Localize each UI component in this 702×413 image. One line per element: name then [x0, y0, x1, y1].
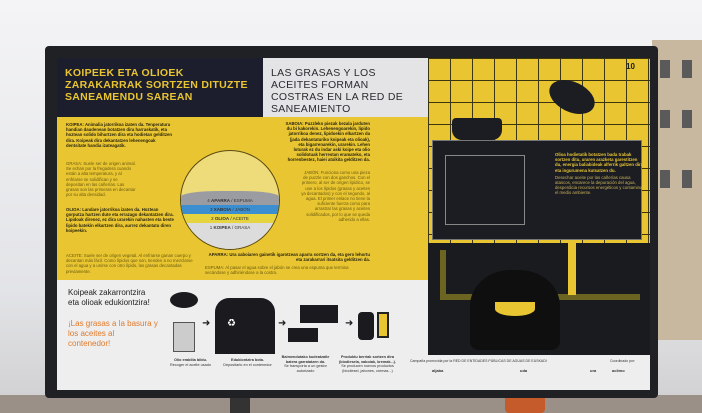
- warning-basque: Olioa hodietatik botatzen bada trabak so…: [555, 152, 644, 173]
- pot-icon: [452, 118, 502, 140]
- xaboia-text: XABOIA: Puzzleko piezak bezala jarduten …: [285, 121, 370, 163]
- step-1: Olio erabilia bildu.Recoger el aceite us…: [170, 358, 211, 367]
- panel-number: 10: [626, 62, 635, 71]
- building: [652, 40, 702, 340]
- oil-drip: [568, 240, 576, 295]
- arrow-icon: ➜: [202, 318, 211, 329]
- layer-jabon: 3 XABOIA / JABÓN: [181, 205, 279, 214]
- arrow-icon: ➜: [345, 318, 354, 329]
- warehouse-icon: [300, 305, 338, 323]
- title-spanish: LAS GRASAS Y LOS ACEITES FORMAN COSTRAS …: [263, 58, 428, 117]
- jabon-text: JABÓN: Funciona como una pieza de puzzle…: [301, 170, 370, 222]
- pipe-cross-section: 4 APARRA / ESPUMA 3 XABOIA / JABÓN 2 OLI…: [180, 150, 280, 250]
- layer-aceite: 2 OLIOA / ACEITE: [181, 214, 279, 223]
- aceite-text: ACEITE: Suele ser de origen vegetal. Al …: [66, 253, 193, 274]
- espuma-text: ESPUMA: Al pasar el agua sobre el jabón …: [205, 265, 349, 276]
- footer: [405, 355, 650, 390]
- warning-text: Olioa hodietatik botatzen bada trabak so…: [555, 152, 645, 232]
- fuel-nozzle-icon: [358, 312, 374, 340]
- fat-monster: [470, 270, 560, 350]
- title-basque: KOIPEEK ETA OLIOEK ZARAKARRAK SORTZEN DI…: [57, 58, 263, 117]
- logo-aljaba: aljaba: [432, 368, 444, 373]
- step-3: Baimendutako kudeatzaile batera garraiat…: [281, 355, 330, 373]
- cream-tube-icon: [377, 312, 389, 338]
- step-4: Produktu berriak sortzen dira (biodiesel…: [339, 355, 396, 373]
- grasa-text: GRASA: Suele ser de origen animal. Se ec…: [66, 161, 136, 198]
- panel-post: [230, 393, 250, 413]
- slogan-basque: Koipeak zakarrontzira eta olioak edukion…: [68, 288, 150, 307]
- olioa-text: OLIOA: Landare jatorrikoa izaten da. Hoz…: [66, 207, 174, 233]
- stove: [432, 140, 642, 240]
- jar-icon: [173, 322, 195, 352]
- logo-aclimo: aclimo: [612, 368, 625, 373]
- warning-spanish: Desechar aceite por las cañerías causa a…: [555, 174, 643, 196]
- orange-bin: [505, 395, 545, 413]
- oven: [445, 155, 525, 225]
- campaign-text: Campaña promovida por la RED DE ENTIDADE…: [410, 359, 547, 363]
- logo-ura: ura: [590, 368, 597, 373]
- koipea-text: KOIPEA: Animalia jatorrikoa izaten da. T…: [66, 122, 172, 148]
- arrow-icon: ➜: [278, 318, 287, 329]
- container-icon: ♻: [215, 298, 275, 354]
- pan-pour-icon: [170, 292, 198, 308]
- coordinated-by: Coordinado por:: [610, 359, 636, 363]
- step-2: Edukiontzira bota.Depositarlo en el cont…: [223, 358, 272, 367]
- truck-icon: [288, 328, 318, 342]
- logo-uda: uda: [520, 368, 528, 373]
- recycle-icon: ♻: [227, 318, 236, 329]
- layer-grasa: 1 KOIPEA / GRASA: [181, 223, 279, 249]
- layer-espuma: 4 APARRA / ESPUMA: [181, 191, 279, 205]
- slogan-spanish: ¡Las grasas a la basura y los aceites al…: [68, 319, 158, 348]
- aparra-text: APARRA: Ura xaboiaren gainetik igarotzea…: [208, 252, 370, 263]
